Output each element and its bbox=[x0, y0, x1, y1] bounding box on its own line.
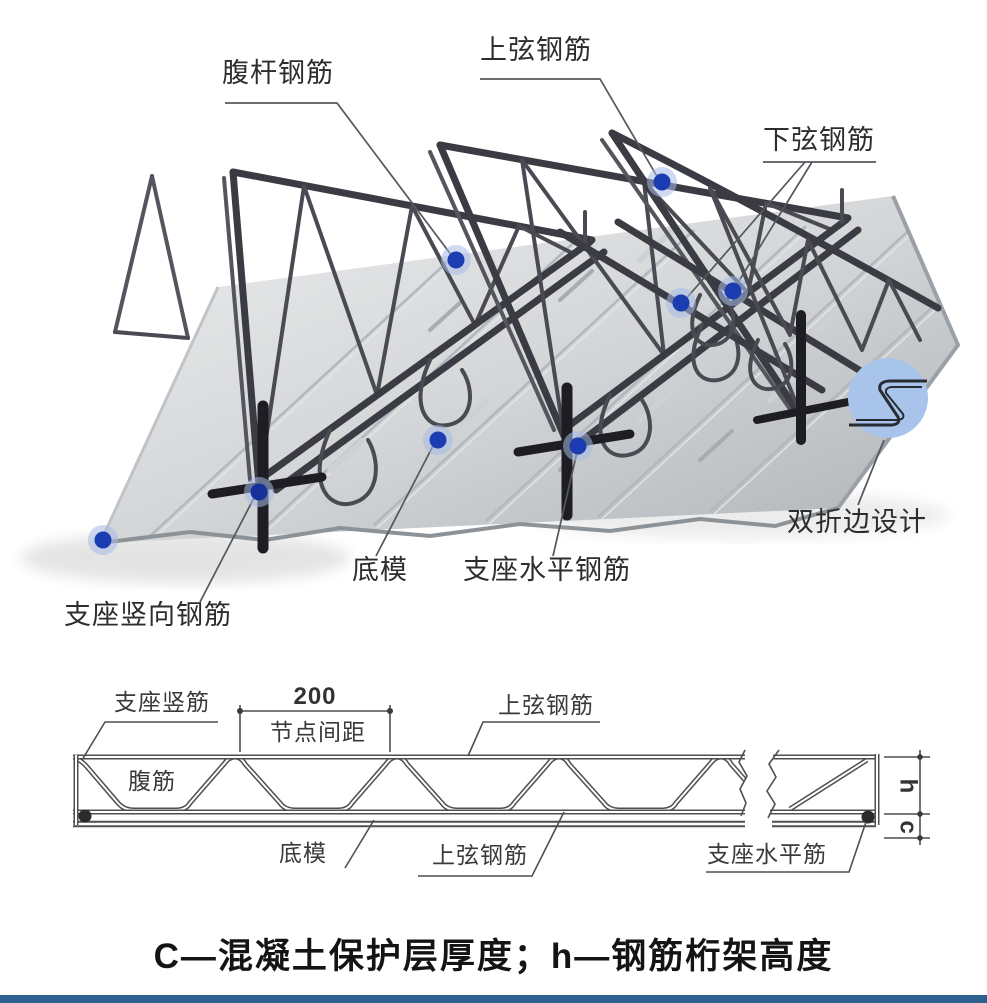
label-double-fold-design: 双折边设计 bbox=[787, 507, 927, 537]
label-bottom-mold: 底模 bbox=[352, 555, 408, 585]
dimension-h-c: h c bbox=[884, 750, 930, 845]
label-top-chord: 上弦钢筋 bbox=[480, 35, 592, 65]
caption: C—混凝土保护层厚度；h—钢筋桁架高度 bbox=[153, 937, 834, 976]
break-line-main bbox=[738, 749, 748, 817]
label-support-horizontal-bar-drawing: 支座水平筋 bbox=[707, 841, 827, 867]
label-bottom-chord: 下弦钢筋 bbox=[763, 125, 875, 155]
deck-front-edge bbox=[99, 506, 839, 545]
deck-stiffener-dashes bbox=[327, 228, 855, 473]
label-top-chord-lower: 上弦钢筋 bbox=[432, 842, 528, 868]
label-web-bar: 腹杆钢筋 bbox=[222, 58, 334, 88]
label-support-vertical: 支座竖向钢筋 bbox=[64, 600, 232, 630]
label-support-horizontal: 支座水平钢筋 bbox=[463, 555, 631, 585]
label-node-spacing: 节点间距 bbox=[270, 719, 366, 745]
deck-shadow-left bbox=[20, 532, 350, 584]
photo-illustration bbox=[20, 78, 961, 603]
dimension-200 bbox=[237, 705, 393, 752]
label-support-vertical-bar-drawing: 支座竖筋 bbox=[114, 689, 210, 715]
section-drawing: h c bbox=[73, 705, 930, 877]
photo-leader-lines bbox=[199, 78, 885, 603]
dim-h-label: h bbox=[895, 779, 922, 794]
drawing-leader-lines bbox=[81, 721, 867, 877]
footer-accent-bar bbox=[0, 995, 987, 1003]
deck-ribs bbox=[149, 216, 958, 540]
marker-dots bbox=[88, 167, 748, 555]
deck-left-edge bbox=[98, 286, 220, 544]
lower-chord-end-dot-right bbox=[861, 810, 875, 824]
label-top-chord-upper: 上弦钢筋 bbox=[498, 692, 594, 718]
label-bottom-mold-drawing: 底模 bbox=[279, 840, 327, 866]
fold-profile-icon bbox=[849, 379, 927, 427]
dim-c-label: c bbox=[895, 820, 922, 833]
break-line-end-piece bbox=[766, 749, 780, 819]
truss-left bbox=[113, 168, 608, 554]
label-web-bar-drawing: 腹筋 bbox=[128, 768, 176, 794]
double-fold-badge bbox=[848, 358, 928, 438]
lower-chord-end-dot-left bbox=[78, 809, 92, 823]
label-spacing-value: 200 bbox=[293, 683, 337, 710]
